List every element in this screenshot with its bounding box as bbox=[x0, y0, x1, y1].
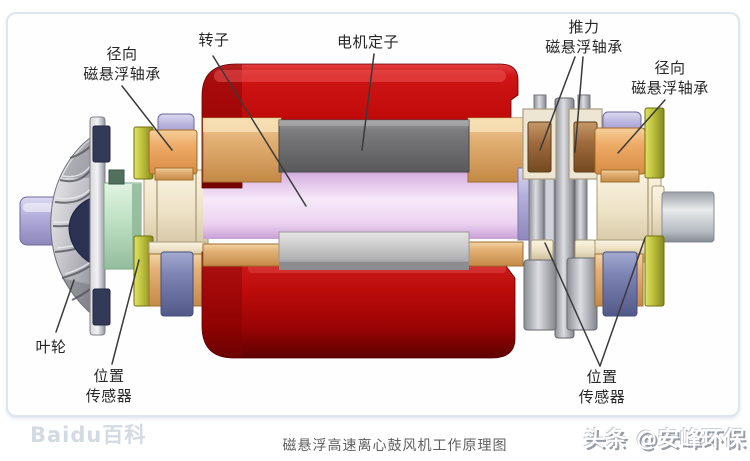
label-impeller: 叶轮 bbox=[35, 338, 67, 356]
label-rotor: 转子 bbox=[198, 31, 230, 49]
stator-core-bottom bbox=[278, 231, 470, 263]
sensor-block-right-bottom bbox=[594, 239, 646, 317]
casing-bottom bbox=[201, 251, 516, 359]
label-radial-bearing-right: 径向 磁悬浮轴承 bbox=[631, 59, 709, 97]
leader-thrust-a bbox=[539, 56, 576, 151]
leader-lines bbox=[55, 53, 666, 367]
casing-top bbox=[201, 63, 519, 189]
impeller-assembly bbox=[19, 133, 97, 320]
label-thrust-bearing: 推力 磁悬浮轴承 bbox=[545, 18, 623, 56]
leader-stator bbox=[361, 53, 375, 151]
stator-core-top bbox=[278, 119, 470, 173]
leader-pos-right-b bbox=[599, 237, 646, 367]
thrust-bearing bbox=[517, 94, 603, 339]
radial-bearing-left bbox=[148, 113, 198, 181]
leader-impeller bbox=[55, 279, 75, 333]
label-position-sensor-right: 位置 传感器 bbox=[578, 368, 626, 406]
watermark-toutiao-account: 头条 @安峰环保 bbox=[583, 427, 746, 451]
shaft-end bbox=[651, 185, 715, 249]
label-radial-bearing-left: 径向 磁悬浮轴承 bbox=[83, 45, 161, 83]
figure-caption: 磁悬浮高速离心鼓风机工作原理图 bbox=[282, 438, 508, 454]
sensor-block-left-bottom bbox=[148, 241, 206, 317]
position-sensor-disc-left bbox=[133, 126, 154, 307]
motor-stator bbox=[202, 117, 524, 270]
leader-rotor bbox=[212, 55, 307, 207]
position-sensor-disc-right bbox=[644, 107, 665, 307]
leader-radial-left bbox=[121, 85, 173, 151]
motor-casing bbox=[201, 63, 519, 359]
leader-pos-right-a bbox=[544, 242, 601, 367]
label-position-sensor-left: 位置 传感器 bbox=[85, 367, 133, 405]
impeller-backplate bbox=[89, 116, 111, 336]
impeller-inlet-cone bbox=[68, 195, 97, 267]
leader-thrust-b bbox=[574, 56, 584, 153]
watermark-baidu-baike: Baidu百科 bbox=[30, 423, 147, 447]
radial-bearing-right bbox=[594, 111, 646, 183]
leader-pos-left bbox=[111, 259, 140, 365]
label-motor-stator: 电机定子 bbox=[336, 33, 399, 51]
leader-radial-right bbox=[617, 99, 666, 154]
